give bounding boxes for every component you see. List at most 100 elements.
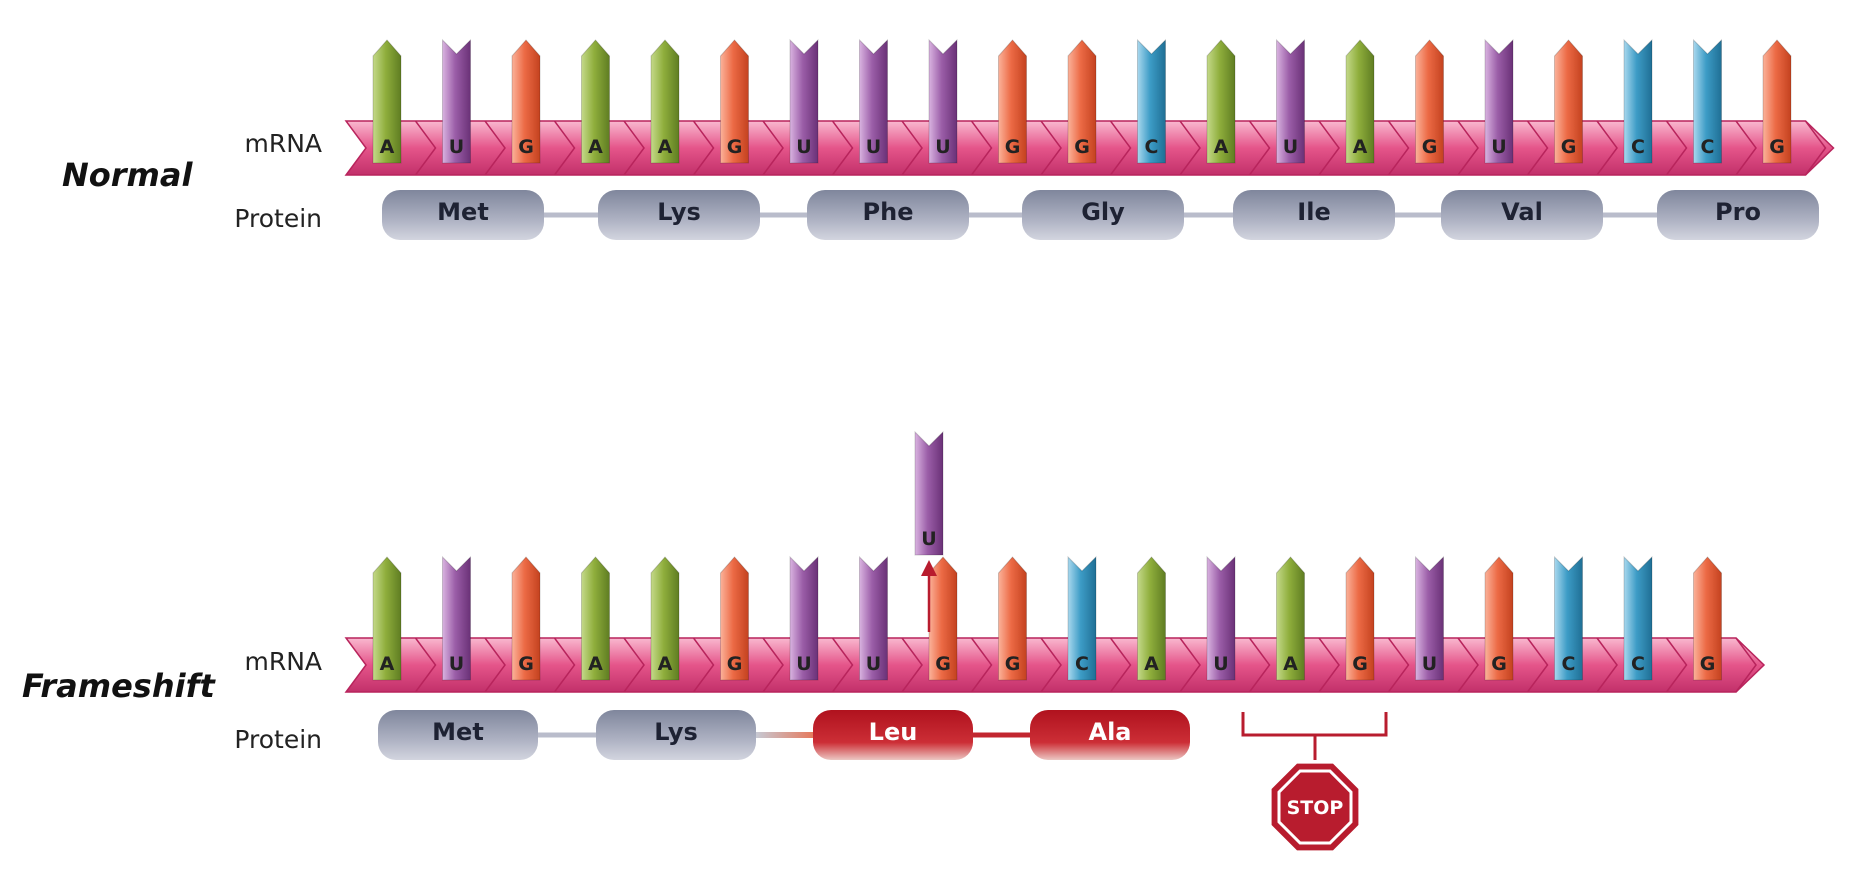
normal-protein-label: Protein [234,204,322,233]
amino-acid-val: Val [1441,190,1603,240]
nucleotide-body [1554,39,1583,164]
backbone-chevron [623,120,645,176]
nucleotide-body [720,39,749,164]
nucleotide-body [789,555,819,681]
amino-acid-met: Met [382,190,544,240]
backbone-chevron [484,120,506,176]
base-letter: U [866,136,881,158]
nucleotide-A: A [581,556,610,681]
base-letter: C [1631,136,1645,158]
amino-acid-label: Pro [1715,198,1761,226]
base-letter: U [1491,136,1506,158]
backbone-chevron [1179,120,1201,176]
nucleotide-body [1276,38,1305,164]
base-letter: A [658,136,673,158]
base-letter: U [921,528,936,550]
nucleotide-G: G [1484,556,1514,681]
amino-acid-pill [813,710,973,760]
nucleotide-body [372,39,402,164]
amino-acid-pill [1022,190,1184,240]
backbone-chevron [1179,637,1201,693]
backbone-chevron [831,637,854,693]
nucleotide-body [1693,38,1722,164]
backbone-chevron [901,120,923,176]
nucleotide-G: G [1415,39,1444,164]
base-letter: G [1352,653,1368,675]
nucleotide-G: G [720,39,749,164]
normal-row-title: Normal [62,156,193,194]
base-letter: U [1213,653,1228,675]
stop-sign-border [1277,769,1353,845]
nucleotide-body [372,556,402,681]
base-letter: G [727,136,743,158]
nucleotide-G: G [1067,39,1097,164]
amino-acid-label: Met [432,718,484,746]
nucleotide-body [511,556,541,681]
backbone-chevron [1248,637,1271,693]
amino-acid-ile: Ile [1233,190,1395,240]
backbone-chevron [901,637,923,693]
backbone-chevron [970,637,993,693]
nucleotide-G: G [1345,556,1375,681]
nucleotide-body [859,555,888,681]
nucleotide-body [1693,556,1722,681]
nucleotide-C: C [1137,38,1166,164]
base-letter: G [935,653,951,675]
nucleotide-body [1484,556,1514,681]
base-letter: C [1075,653,1089,675]
inserted-nucleotide: U [914,430,944,632]
amino-acid-lys: Lys [598,190,760,240]
amino-acid-pill [598,190,760,240]
backbone-chevron [1318,637,1340,693]
stop-codon-bracket [1241,712,1388,760]
backbone-chevron [1318,120,1340,176]
nucleotide-body [1067,39,1097,164]
nucleotide-C: C [1067,555,1097,681]
nucleotide-U: U [1415,555,1444,681]
stop-sign-label: STOP [1287,797,1344,819]
amino-acid-pill [1657,190,1819,240]
backbone-chevron [1596,120,1618,176]
nucleotide-G: G [1693,556,1722,681]
nucleotide-body [511,39,541,164]
backbone-chevron [1526,120,1549,176]
base-letter: U [449,136,464,158]
backbone-chevron [484,637,506,693]
amino-acid-lys: Lys [596,710,756,760]
backbone-chevron [970,120,993,176]
nucleotide-U: U [442,555,471,681]
amino-acid-label: Val [1501,198,1543,226]
base-letter: G [1005,136,1021,158]
backbone-chevron [692,637,715,693]
nucleotide-A: A [581,39,610,164]
base-letter: G [1422,136,1438,158]
stop-codon-marker: STOP [1241,712,1388,851]
base-letter: C [1701,136,1715,158]
base-letter: G [1005,653,1021,675]
nucleotide-body [1137,38,1166,164]
backbone-chevron [1387,637,1410,693]
nucleotide-body [1206,39,1236,164]
nucleotide-C: C [1693,38,1722,164]
amino-acid-pill [382,190,544,240]
nucleotide-A: A [372,39,402,164]
nucleotide-U: U [1206,555,1236,681]
stop-sign-outer [1271,763,1359,851]
base-letter: C [1631,653,1645,675]
base-letter: G [518,653,534,675]
backbone-chevron [1109,637,1132,693]
nucleotide-body [1415,555,1444,681]
base-letter: A [588,653,603,675]
amino-acid-pill [378,710,538,760]
backbone-chevron [1735,120,1757,176]
nucleotide-G: G [1554,39,1583,164]
frameshift-mrna-label: mRNA [244,647,322,676]
base-letter: G [1074,136,1090,158]
nucleotide-body [1484,38,1514,164]
amino-acid-phe: Phe [807,190,969,240]
nucleotide-A: A [650,39,680,164]
nucleotide-body [1345,556,1375,681]
amino-acid-pill [1030,710,1190,760]
